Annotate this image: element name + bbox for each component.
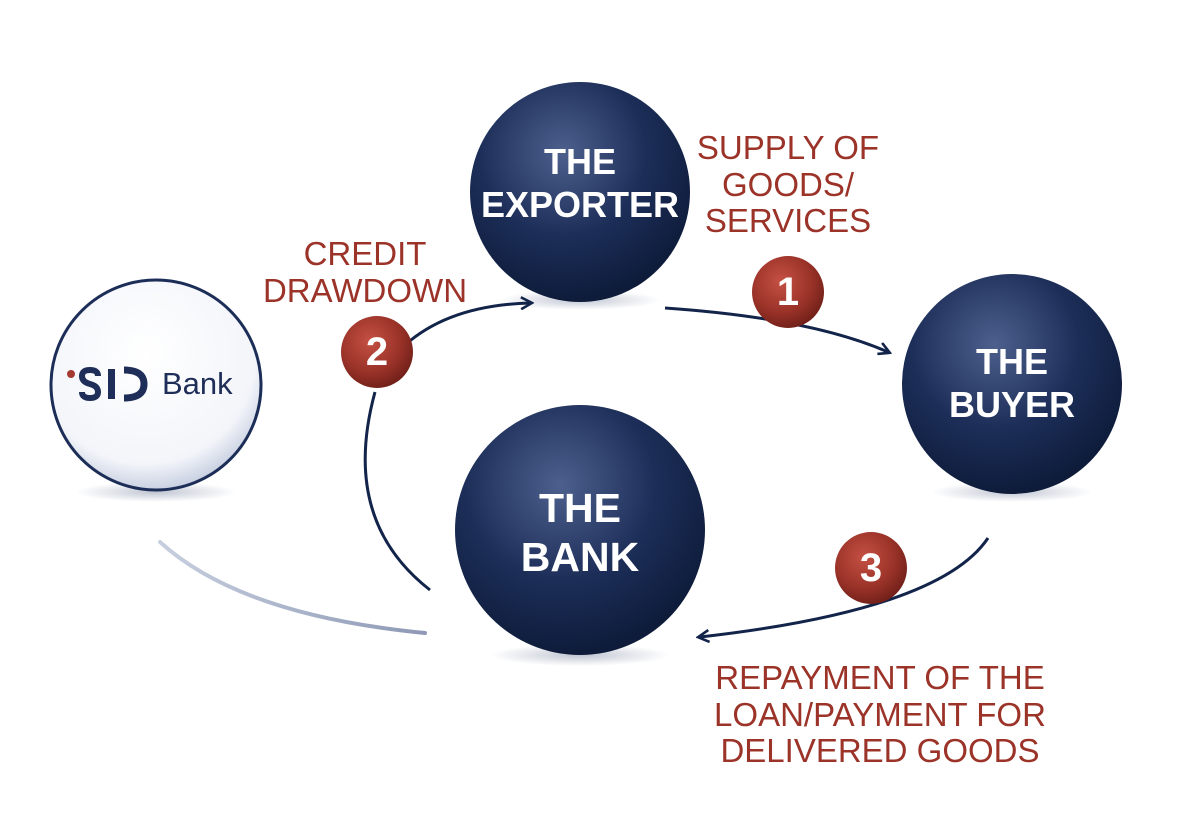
step-3-label: REPAYMENT OF THE LOAN/PAYMENT FOR DELIVE… xyxy=(714,659,1046,770)
bank-label: THE BANK xyxy=(520,485,640,581)
buyer-sphere xyxy=(902,274,1122,494)
logo-shadow xyxy=(76,482,236,502)
logo-text: Bank xyxy=(162,366,233,401)
sid-logo-mark-icon xyxy=(64,364,152,404)
sid-bank-logo: Bank xyxy=(64,362,254,406)
exporter-sphere xyxy=(470,82,690,302)
logo-sphere xyxy=(49,278,263,492)
connector-logo-bank xyxy=(158,540,427,635)
exporter-label: THE EXPORTER xyxy=(480,141,680,226)
step-1-badge xyxy=(752,256,824,328)
arrow-repayment xyxy=(700,537,990,637)
step-2-number: 2 xyxy=(365,330,389,374)
arrow-credit-drawdown-lower xyxy=(363,391,431,592)
bank-sphere xyxy=(455,405,705,655)
step-2-label: CREDIT DRAWDOWN xyxy=(262,235,468,309)
step-2-badge xyxy=(341,316,413,388)
arrow-credit-drawdown xyxy=(404,303,530,347)
step-3-badge xyxy=(835,532,907,604)
step-1-number: 1 xyxy=(776,270,800,314)
step-3-number: 3 xyxy=(859,546,883,590)
buyer-label: THE BUYER xyxy=(948,341,1076,426)
step-1-label: SUPPLY OF GOODS/ SERVICES xyxy=(696,129,880,240)
